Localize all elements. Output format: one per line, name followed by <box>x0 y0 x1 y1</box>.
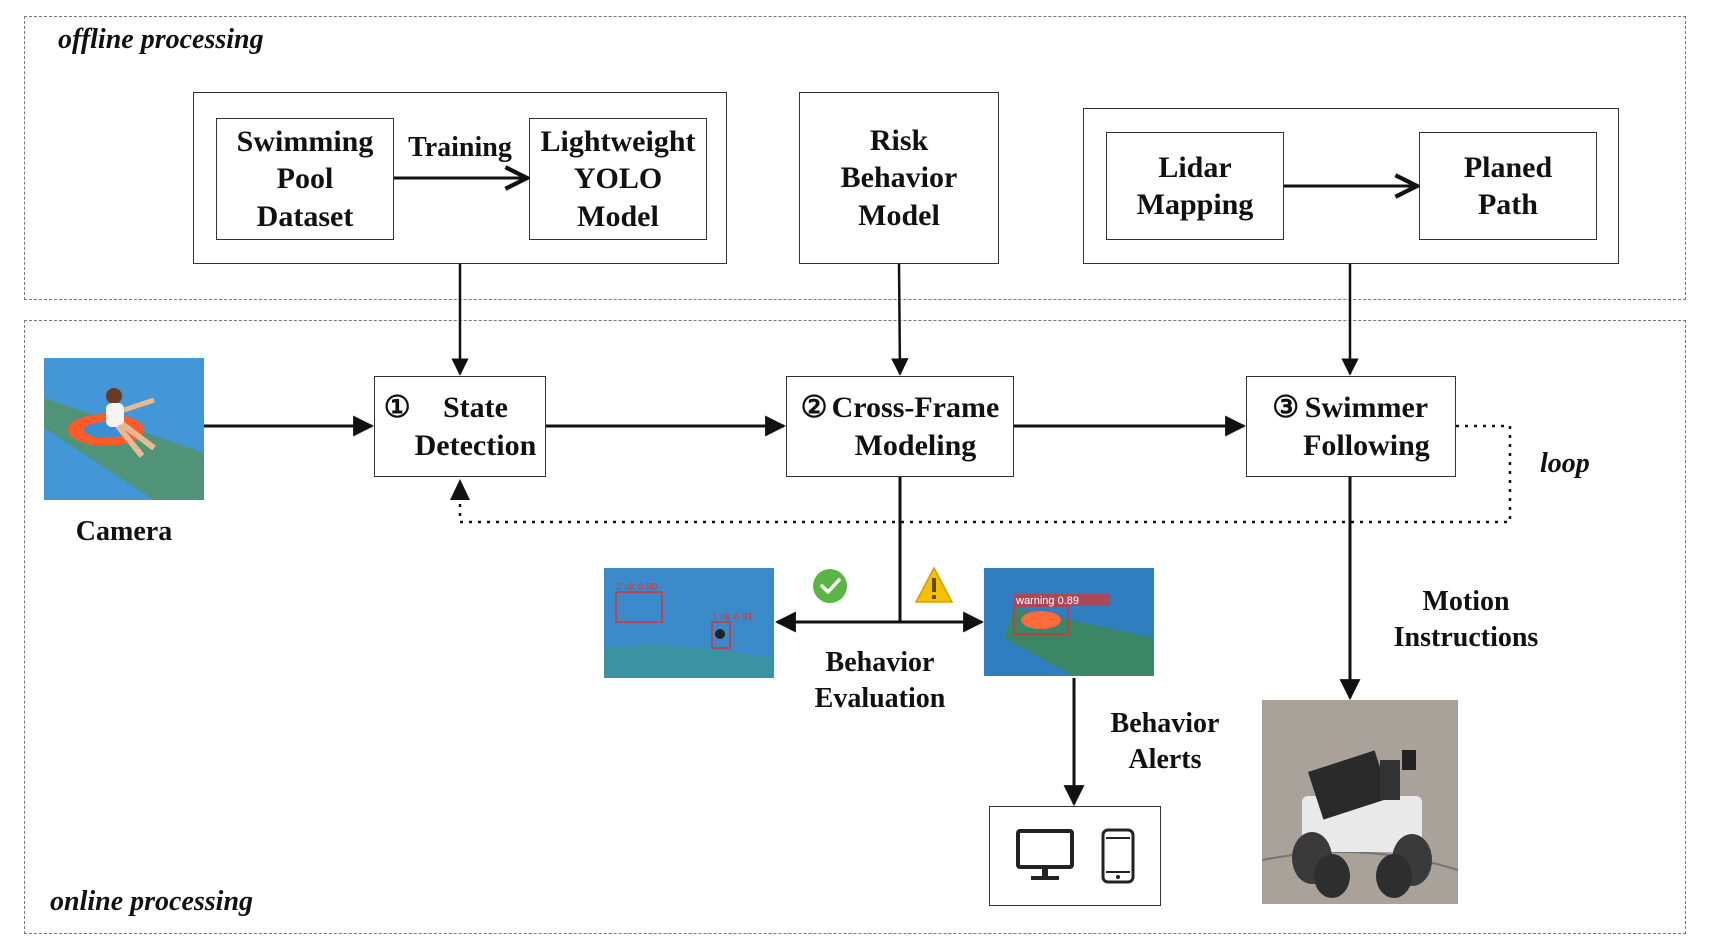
state-detection-box: ① State Detection <box>374 376 546 477</box>
alerts-device-box <box>989 806 1161 906</box>
warning-detection-image: warning 0.89 <box>984 568 1154 676</box>
motion-instructions-label: Motion Instructions <box>1393 586 1539 654</box>
training-group <box>193 92 727 264</box>
lidar-group <box>1083 108 1619 264</box>
swimmer-in-ring-image <box>44 358 204 500</box>
risk-model-box: Risk Behavior Model <box>799 92 999 264</box>
camera-label: Camera <box>75 516 173 547</box>
swimmer-following-box: ③ Swimmer Following <box>1246 376 1456 477</box>
yolo-box: Lightweight YOLO Model <box>529 118 707 240</box>
robot-photo <box>1262 700 1458 904</box>
online-region-label: online processing <box>50 886 254 917</box>
behavior-alerts-label: Behavior Alerts <box>1110 708 1220 776</box>
step-1-icon: ① <box>383 391 411 424</box>
training-label: Training <box>408 132 512 163</box>
warning-detection-label: warning 0.89 <box>1015 595 1079 607</box>
state-detection-label: State Detection <box>414 391 537 462</box>
behavior-evaluation-label: Behavior Evaluation <box>814 647 946 715</box>
warning-icon <box>914 566 954 604</box>
loop-connector <box>458 424 1512 524</box>
check-icon <box>812 568 848 604</box>
step-2-icon: ② <box>800 391 828 424</box>
camera-photo <box>44 358 204 500</box>
ok-detection-label-b: 1 ok 0.91 <box>712 612 754 623</box>
cross-frame-label: Cross-Frame Modeling <box>831 391 1000 462</box>
risk-to-crossframe-arrow <box>891 263 909 376</box>
monitor-icon <box>1016 829 1074 880</box>
online-region <box>24 320 1686 934</box>
ok-detection-image: 2 ok 0.80 1 ok 0.91 <box>604 568 774 678</box>
loop-arrowhead <box>450 479 470 500</box>
offline-region <box>24 16 1686 300</box>
lidar-box: Lidar Mapping <box>1106 132 1284 240</box>
phone-icon <box>1101 828 1135 884</box>
swimmer-following-label: Swimmer Following <box>1303 391 1430 462</box>
loop-label: loop <box>1540 448 1590 479</box>
planed-path-box: Planed Path <box>1419 132 1597 240</box>
step-3-icon: ③ <box>1272 391 1300 424</box>
offline-region-label: offline processing <box>58 24 264 55</box>
cross-frame-box: ② Cross-Frame Modeling <box>786 376 1014 477</box>
dataset-box: Swimming Pool Dataset <box>216 118 394 240</box>
ok-detection-label-a: 2 ok 0.80 <box>616 582 658 593</box>
